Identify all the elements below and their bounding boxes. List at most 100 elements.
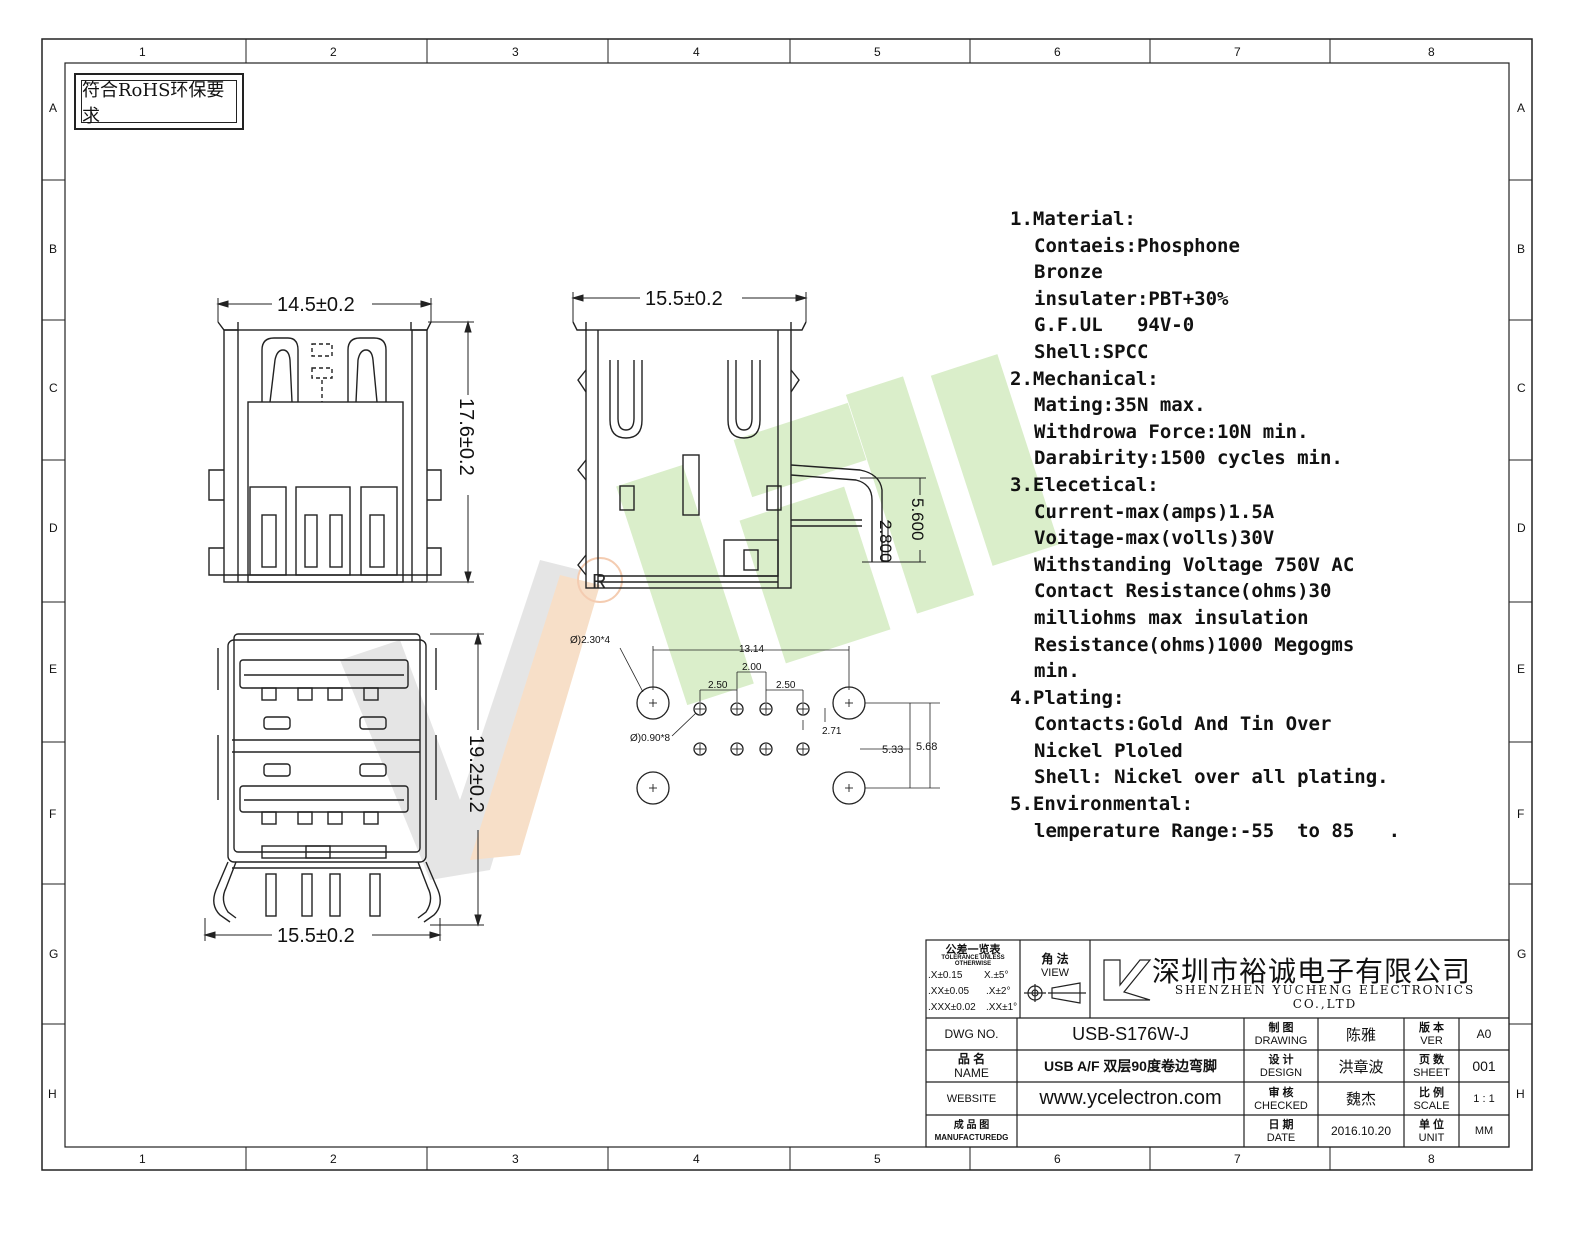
row-label: D	[1517, 521, 1526, 535]
row-label: E	[1517, 662, 1525, 676]
dim-front-height: 19.2±0.2	[465, 735, 487, 813]
row-label: H	[48, 1087, 57, 1101]
col-label: 1	[139, 1152, 146, 1166]
row-label: C	[1517, 381, 1526, 395]
side-view	[572, 321, 883, 589]
spec-line: Mating:35N max.	[1034, 394, 1206, 417]
pcb-footprint	[619, 646, 940, 805]
row-label: D	[49, 521, 58, 535]
row-label: E	[49, 662, 57, 676]
col-label: 6	[1054, 1152, 1061, 1166]
mfg-label-cn: 成 品 图	[953, 1119, 990, 1131]
col-label: 7	[1234, 1152, 1241, 1166]
spec-line: Nickel Ploled	[1034, 739, 1183, 762]
spec-line: Resistance(ohms)1000 Megogms	[1034, 633, 1355, 656]
col-label: 7	[1234, 45, 1241, 59]
sheet-label-cn: 页 数	[1418, 1053, 1445, 1066]
checked-by: 魏杰	[1345, 1091, 1376, 1108]
spec-line: lemperature Range:-55 to 85 .	[1034, 819, 1401, 842]
col-label: 2	[330, 1152, 337, 1166]
name-value: USB A/F 双层90度卷边弯脚	[1044, 1058, 1217, 1074]
dimension-labels: 14.5±0.2 17.6±0.2 15.5±0.2 5.600 2.800 1…	[277, 288, 937, 947]
design-by: 洪章波	[1338, 1058, 1384, 1076]
spec-line: Contaeis:Phosphone	[1034, 234, 1240, 257]
col-label: 3	[512, 45, 519, 59]
dim-top-height: 17.6±0.2	[455, 398, 477, 476]
date-label-en: DATE	[1266, 1131, 1296, 1144]
spec-line: Voitage-max(volls)30V	[1034, 527, 1275, 550]
scale-label-cn: 比 例	[1418, 1086, 1445, 1099]
design-label-cn: 设 计	[1268, 1053, 1294, 1066]
spec-line: Withdrowa Force:10N min.	[1034, 420, 1309, 443]
tol-x-angle: X.±5°	[984, 969, 1009, 981]
dim-side-width: 15.5±0.2	[645, 288, 723, 310]
company-name-cn: 深圳市裕诚电子有限公司	[1152, 956, 1472, 987]
col-label: 6	[1054, 45, 1061, 59]
row-label: G	[1517, 947, 1526, 961]
col-label: 8	[1428, 45, 1435, 59]
dimension-lines	[203, 292, 926, 941]
col-label: 1	[139, 45, 146, 59]
ver-label-en: VER	[1420, 1034, 1443, 1047]
dim-front-width: 15.5±0.2	[277, 925, 355, 947]
company-name-en: SHENZHEN YUCHENG ELECTRONICS CO.,LTD	[1174, 983, 1476, 1011]
unit-value: MM	[1474, 1125, 1494, 1137]
row-label: B	[1517, 242, 1525, 256]
dim-pcb-250a: 2.50	[708, 680, 728, 691]
watermark-logo: R	[340, 354, 1060, 880]
dim-side-2800: 2.800	[876, 520, 895, 563]
spec-line: milliohms max insulation	[1034, 606, 1309, 629]
tol-xxx-angle: .XX±1°	[986, 1001, 1018, 1013]
unit-label-en: UNIT	[1418, 1131, 1445, 1144]
spec-heading: 2.Mechanical:	[1010, 367, 1159, 390]
col-label: 5	[874, 45, 881, 59]
name-label-cn: 品 名	[957, 1051, 986, 1066]
ver-value: A0	[1476, 1027, 1492, 1041]
website-label: WEBSITE	[946, 1092, 997, 1105]
front-view	[213, 633, 441, 923]
spec-line: Contacts:Gold And Tin Over	[1034, 713, 1332, 736]
dim-side-5600: 5.600	[908, 498, 927, 541]
col-label: 2	[330, 45, 337, 59]
spec-line: Bronze	[1034, 261, 1103, 284]
tol-xx-angle: .X±2°	[986, 985, 1011, 997]
checked-label-cn: 审 核	[1268, 1086, 1294, 1099]
scale-label-en: SCALE	[1413, 1099, 1450, 1112]
view-label-en: VIEW	[1040, 967, 1070, 979]
tol-xxx: .XXX±0.02	[928, 1001, 976, 1013]
col-label: 5	[874, 1152, 881, 1166]
sheet-label-en: SHEET	[1413, 1066, 1450, 1079]
col-label: 4	[693, 45, 700, 59]
rohs-compliance-box: 符合RoHS环保要求	[74, 73, 244, 130]
row-label: A	[1517, 101, 1525, 115]
row-label: G	[49, 947, 58, 961]
dim-pcb-small-hole: Ø)0.90*8	[630, 733, 670, 744]
spec-heading: 1.Material:	[1010, 208, 1136, 230]
dim-pcb-200: 2.00	[742, 662, 762, 673]
spec-heading: 3.Elecetical:	[1010, 473, 1159, 496]
spec-heading: 4.Plating:	[1010, 686, 1125, 709]
ver-label-cn: 版 本	[1418, 1021, 1445, 1034]
website-value: www.ycelectron.com	[1039, 1087, 1222, 1109]
row-label: H	[1516, 1087, 1525, 1101]
spec-line: Contact Resistance(ohms)30	[1034, 580, 1332, 603]
frame-column-labels: 1 2 3 4 5 6 7 8 1 2 3 4 5 6 7 8	[139, 45, 1435, 1166]
frame-row-labels: A B C D E F G H A B C D E F G H	[48, 101, 1526, 1101]
spec-line: Shell:SPCC	[1034, 340, 1149, 363]
top-view	[208, 321, 442, 583]
dim-pcb-large-hole: Ø)2.30*4	[570, 635, 610, 646]
date-label-cn: 日 期	[1268, 1118, 1294, 1131]
checked-label-en: CHECKED	[1254, 1099, 1308, 1112]
dim-pcb-250b: 2.50	[776, 680, 796, 691]
drawing-label-cn: 制 图	[1268, 1021, 1294, 1034]
spec-line: Current-max(amps)1.5A	[1034, 500, 1275, 523]
col-label: 3	[512, 1152, 519, 1166]
design-label-en: DESIGN	[1259, 1066, 1303, 1079]
title-block-grid	[925, 939, 1510, 1148]
rohs-label: 符合RoHS环保要求	[81, 80, 237, 127]
mfg-label-en: MANUFACTUREDG	[934, 1132, 1009, 1142]
drawing-by: 陈雅	[1345, 1026, 1376, 1044]
dim-pcb-1314: 13.14	[739, 644, 764, 655]
